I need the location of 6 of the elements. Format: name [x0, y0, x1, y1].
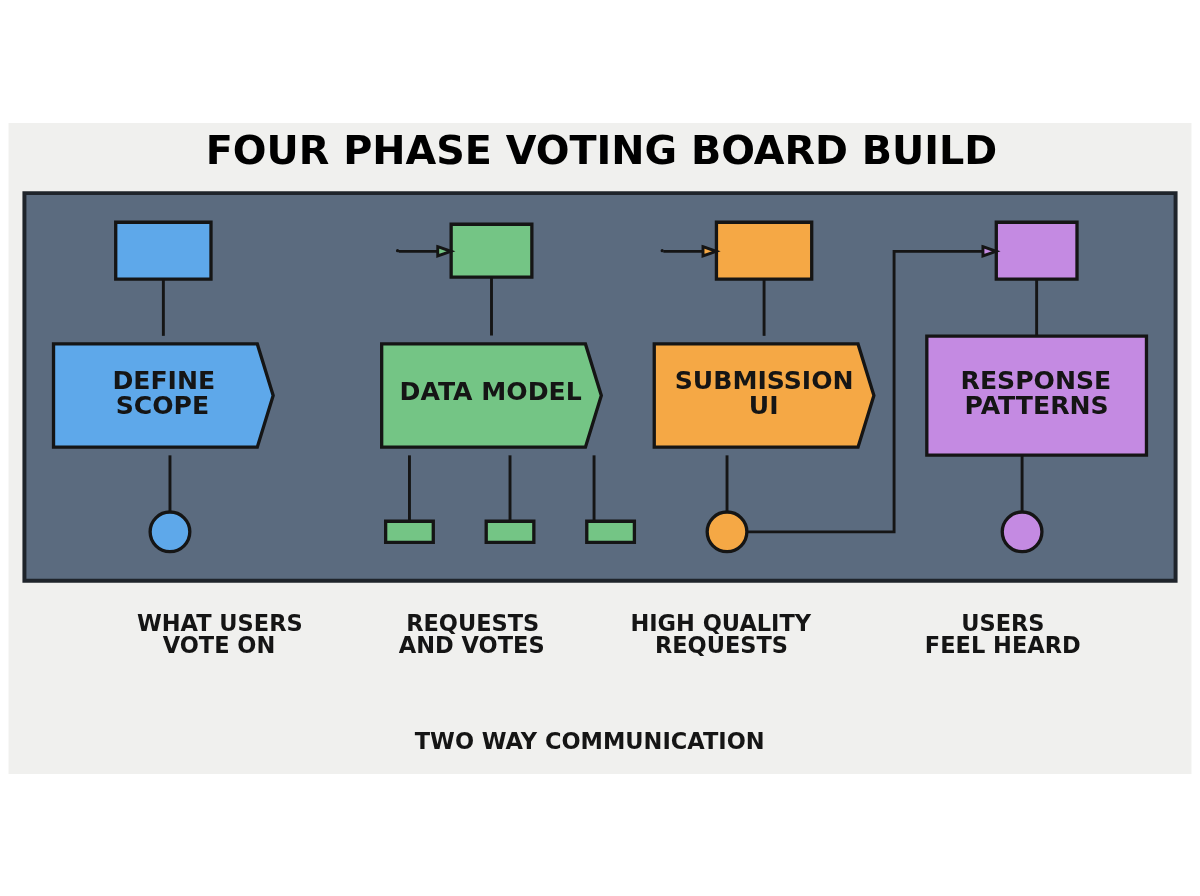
label: HIGH QUALITY REQUESTS [630, 609, 812, 658]
label: WHAT USERS VOTE ON [136, 609, 303, 658]
diagram-title: FOUR PHASE VOTING BOARD BUILD [205, 126, 998, 173]
label: USERS FEEL HEARD [924, 609, 1081, 658]
label: REQUESTS AND VOTES [398, 609, 545, 658]
caption: TWO WAY COMMUNICATION [414, 727, 765, 754]
